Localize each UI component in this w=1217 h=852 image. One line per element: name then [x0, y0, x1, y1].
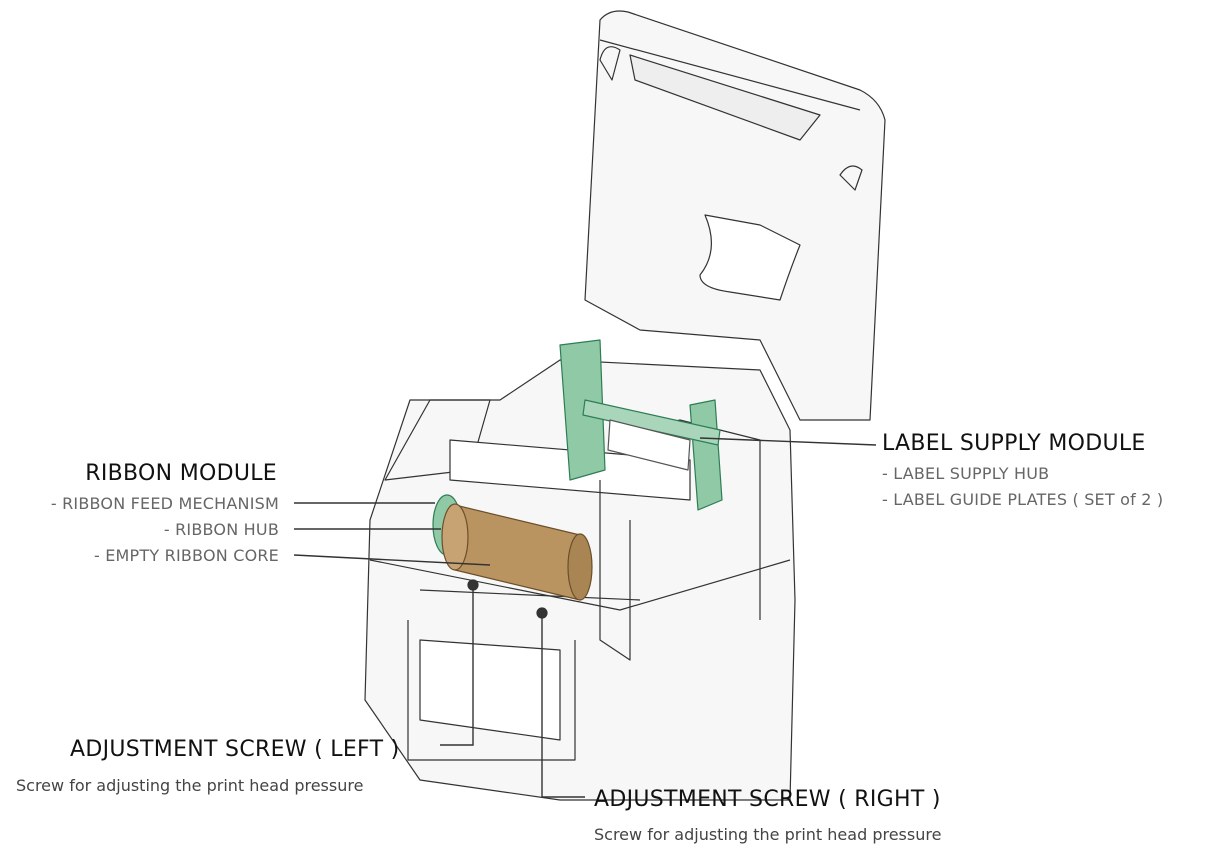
lid-window — [699, 214, 801, 301]
ribbon-module-title: RIBBON MODULE — [85, 461, 277, 486]
label-supply-hub-label: - LABEL SUPPLY HUB — [882, 464, 1050, 483]
printer-lid — [584, 10, 886, 421]
adjustment-screw-right-title: ADJUSTMENT SCREW ( RIGHT ) — [594, 787, 941, 812]
ribbon-hub-label: - RIBBON HUB — [163, 520, 279, 539]
label-guide-plate-left — [559, 339, 606, 481]
label-supply-module-title: LABEL SUPPLY MODULE — [882, 431, 1146, 456]
empty-ribbon-core-label: - EMPTY RIBBON CORE — [93, 546, 279, 565]
adjustment-screw-right-desc: Screw for adjusting the print head press… — [594, 825, 942, 844]
leader-screw-left — [440, 590, 474, 746]
ribbon-feed-mechanism-label: - RIBBON FEED MECHANISM — [50, 494, 279, 513]
label-guide-plates-label: - LABEL GUIDE PLATES ( SET of 2 ) — [882, 490, 1164, 509]
adjustment-screw-left — [467, 579, 479, 591]
adjustment-screw-right — [536, 607, 548, 619]
adjustment-screw-left-desc: Screw for adjusting the print head press… — [16, 776, 364, 795]
leader-screw-right — [541, 618, 585, 798]
leader-ribbon-core — [293, 554, 491, 566]
label-supply-hub — [582, 399, 721, 446]
adjustment-screw-left-title: ADJUSTMENT SCREW ( LEFT ) — [70, 737, 400, 762]
leader-label-supply — [699, 437, 877, 446]
